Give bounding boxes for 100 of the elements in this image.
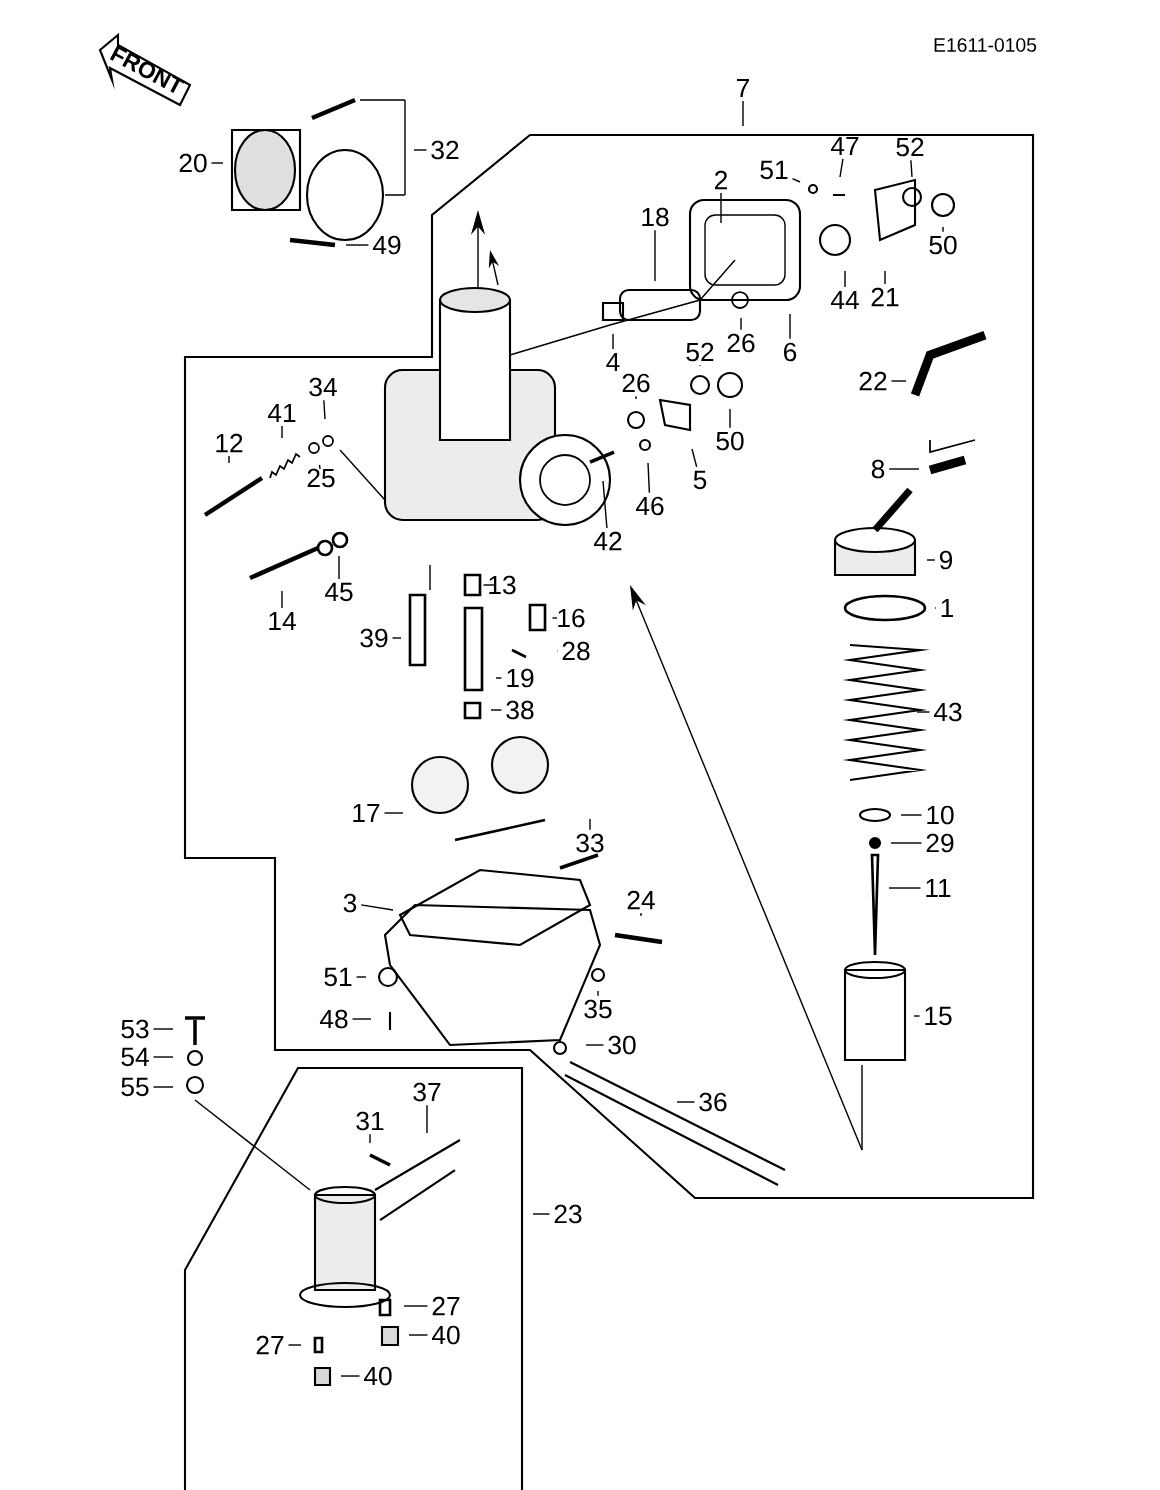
callout-number: 48 bbox=[319, 1009, 348, 1029]
leader-line bbox=[890, 380, 907, 382]
callout-number: 50 bbox=[929, 235, 957, 255]
callout-number: 20 bbox=[179, 153, 207, 173]
callout-number: 42 bbox=[593, 531, 622, 551]
leader-line bbox=[720, 192, 722, 224]
leader-line bbox=[844, 270, 846, 288]
leader-line bbox=[152, 1086, 174, 1088]
callout-number: 22 bbox=[859, 371, 887, 391]
leader-line bbox=[490, 709, 503, 711]
leader-line bbox=[910, 159, 913, 178]
leader-line bbox=[789, 313, 791, 340]
callout-number: 47 bbox=[830, 136, 859, 156]
callout-number: 45 bbox=[324, 582, 353, 602]
callout-number: 36 bbox=[699, 1092, 727, 1112]
leader-line bbox=[383, 812, 404, 814]
leader-line bbox=[318, 464, 321, 470]
leader-line bbox=[338, 555, 340, 580]
callout-number: 18 bbox=[642, 207, 669, 227]
leader-line bbox=[916, 711, 931, 713]
leader-line bbox=[654, 229, 656, 282]
leader-line bbox=[635, 395, 637, 400]
leader-line bbox=[551, 617, 558, 619]
callout-number: 25 bbox=[307, 468, 335, 488]
callout-number: 39 bbox=[360, 628, 388, 648]
callout-number: 33 bbox=[576, 833, 604, 853]
callout-number: 5 bbox=[693, 470, 707, 490]
leader-line bbox=[676, 1101, 696, 1103]
callout-number: 31 bbox=[356, 1111, 384, 1131]
callout-number: 54 bbox=[121, 1047, 149, 1067]
callout-number: 51 bbox=[760, 160, 788, 180]
callout-number: 40 bbox=[431, 1325, 460, 1345]
callout-number: 19 bbox=[507, 668, 534, 688]
leader-line bbox=[532, 1213, 551, 1215]
leader-line bbox=[602, 480, 608, 529]
callout-number: 27 bbox=[256, 1335, 284, 1355]
callout-number: 30 bbox=[608, 1035, 636, 1055]
callout-number: 37 bbox=[413, 1082, 441, 1102]
leader-line bbox=[691, 448, 698, 468]
callout-number: 34 bbox=[309, 377, 337, 397]
leader-line bbox=[597, 990, 599, 997]
leader-line bbox=[152, 1056, 174, 1058]
leader-line bbox=[210, 162, 224, 164]
leader-line bbox=[612, 333, 614, 350]
callout-number: 46 bbox=[635, 496, 664, 516]
callout-number: 41 bbox=[267, 403, 296, 423]
leader-line bbox=[340, 1375, 361, 1377]
leader-line bbox=[152, 1028, 174, 1030]
callout-number: 10 bbox=[927, 805, 954, 825]
callout-number: 11 bbox=[926, 878, 951, 898]
callout-number: 55 bbox=[121, 1077, 149, 1097]
leader-line bbox=[839, 158, 844, 178]
callout-number: 12 bbox=[216, 433, 243, 453]
callout-number: 26 bbox=[727, 333, 755, 353]
leader-line bbox=[228, 455, 230, 464]
callout-number: 51 bbox=[324, 967, 352, 987]
callout-number: 3 bbox=[343, 893, 357, 913]
leader-line bbox=[729, 408, 731, 429]
callout-number: 28 bbox=[562, 641, 590, 661]
drawing-number: E1611-0105 bbox=[934, 38, 1037, 52]
callout-number: 13 bbox=[489, 575, 516, 595]
leader-line bbox=[890, 842, 923, 844]
callout-number: 52 bbox=[896, 137, 924, 157]
callout-number: 23 bbox=[554, 1204, 582, 1224]
callout-number: 26 bbox=[622, 373, 650, 393]
leader-line bbox=[495, 677, 503, 679]
callout-number: 14 bbox=[269, 611, 296, 631]
callout-number: 35 bbox=[584, 999, 612, 1019]
callout-number: 29 bbox=[926, 833, 954, 853]
leader-line bbox=[913, 1015, 921, 1017]
callout-number: 21 bbox=[871, 287, 899, 307]
callout-number: 4 bbox=[606, 352, 620, 372]
leader-line bbox=[408, 1334, 429, 1336]
callout-number: 1 bbox=[941, 598, 954, 618]
leader-line bbox=[926, 559, 936, 561]
leader-line bbox=[742, 100, 744, 127]
leader-line bbox=[391, 637, 402, 639]
callout-number: 53 bbox=[121, 1019, 149, 1039]
callout-number: 6 bbox=[784, 342, 797, 362]
leader-line bbox=[900, 814, 923, 816]
callout-number: 52 bbox=[686, 342, 714, 362]
leader-line bbox=[287, 1344, 302, 1346]
leader-line bbox=[942, 226, 944, 233]
leader-line bbox=[351, 1018, 372, 1020]
callout-number: 16 bbox=[558, 608, 585, 628]
callout-number: 7 bbox=[737, 78, 749, 98]
leader-line bbox=[740, 317, 742, 331]
leader-line bbox=[647, 462, 651, 494]
leader-line bbox=[640, 912, 642, 917]
leader-line bbox=[888, 887, 922, 889]
leader-line bbox=[281, 425, 283, 439]
leader-line bbox=[791, 177, 801, 183]
leader-line bbox=[413, 149, 428, 151]
callout-number: 50 bbox=[716, 431, 744, 451]
leader-line bbox=[403, 1305, 429, 1307]
leader-line bbox=[369, 1133, 371, 1144]
callout-number: 8 bbox=[871, 459, 885, 479]
leader-line bbox=[482, 584, 497, 586]
callout-number: 2 bbox=[715, 170, 727, 190]
leader-line bbox=[888, 468, 920, 470]
